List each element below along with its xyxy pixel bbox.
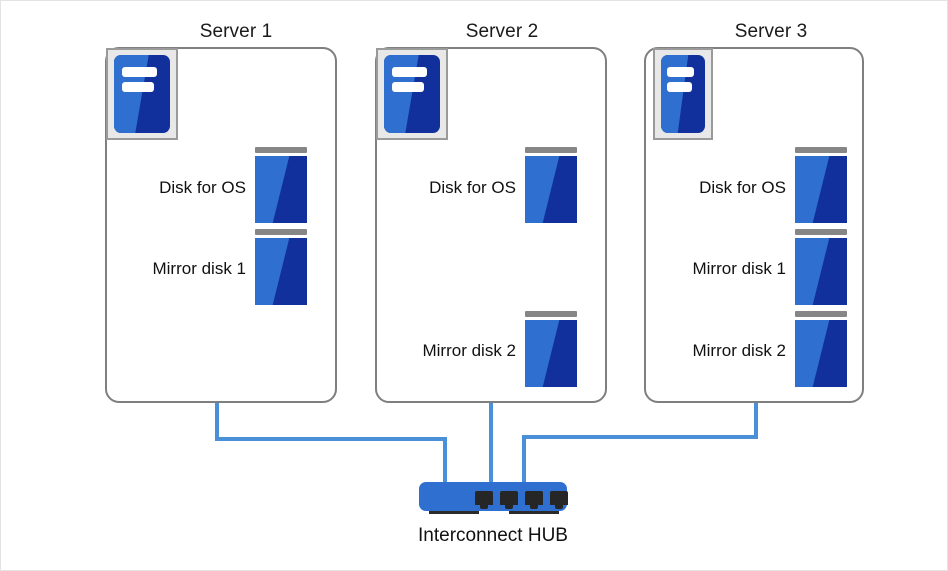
server-2-disk-0-label: Disk for OS <box>429 178 516 197</box>
disk-cap <box>795 147 847 153</box>
disk-body <box>255 156 307 223</box>
server-3-disk-0-label: Disk for OS <box>699 178 786 197</box>
disk-body <box>525 320 577 387</box>
server-1-disk-0-label: Disk for OS <box>159 178 246 197</box>
server-3-title: Server 3 <box>734 21 808 42</box>
disk-cap <box>255 147 307 153</box>
server-2-unit-icon <box>376 48 448 140</box>
server-3-disk-1-icon <box>795 229 847 305</box>
server-led-bar-1 <box>121 66 157 77</box>
wire-server3-horizontal <box>522 435 758 439</box>
server-led-bar-2 <box>121 81 154 92</box>
wire-server1-horizontal <box>215 437 447 441</box>
server-1-disk-0-icon <box>255 147 307 223</box>
disk-cap <box>795 229 847 235</box>
disk-cap <box>795 311 847 317</box>
server-led-bar-1 <box>667 66 695 77</box>
wire-server2-vertical <box>489 403 493 485</box>
server-tower-graphic <box>114 55 170 133</box>
disk-body <box>255 238 307 305</box>
server-led-bar-2 <box>391 81 424 92</box>
wire-server1-vertical-top <box>215 403 219 439</box>
server-1-unit-icon <box>106 48 178 140</box>
server-2-disk-1-icon <box>525 311 577 387</box>
hub-port-4[interactable] <box>550 491 568 509</box>
wire-server1-vertical-bottom <box>443 437 447 485</box>
interconnect-hub-label: Interconnect HUB <box>418 525 568 546</box>
interconnect-hub-device[interactable] <box>419 482 568 511</box>
server-led-bar-1 <box>391 66 427 77</box>
server-2-disk-1-label: Mirror disk 2 <box>422 341 516 360</box>
disk-cap <box>525 147 577 153</box>
server-3-disk-2-icon <box>795 311 847 387</box>
server-3-unit-icon <box>653 48 713 140</box>
server-1-disk-1-icon <box>255 229 307 305</box>
wire-server3-vertical-bottom <box>522 435 526 485</box>
server-1-title: Server 1 <box>199 21 273 42</box>
disk-cap <box>525 311 577 317</box>
server-1-disk-1-label: Mirror disk 1 <box>152 259 246 278</box>
server-2-disk-0-icon <box>525 147 577 223</box>
server-3-disk-1-label: Mirror disk 1 <box>692 259 786 278</box>
disk-body <box>525 156 577 223</box>
server-2-title: Server 2 <box>465 21 539 42</box>
hub-port-2[interactable] <box>500 491 518 509</box>
hub-port-1[interactable] <box>475 491 493 509</box>
disk-cap <box>255 229 307 235</box>
disk-body <box>795 156 847 223</box>
wire-server3-vertical-top <box>754 403 758 439</box>
server-3-disk-0-icon <box>795 147 847 223</box>
hub-port-3[interactable] <box>525 491 543 509</box>
server-led-bar-2 <box>667 81 693 92</box>
server-3-disk-2-label: Mirror disk 2 <box>692 341 786 360</box>
disk-body <box>795 238 847 305</box>
server-tower-graphic <box>661 55 705 133</box>
server-tower-graphic <box>384 55 440 133</box>
disk-body <box>795 320 847 387</box>
